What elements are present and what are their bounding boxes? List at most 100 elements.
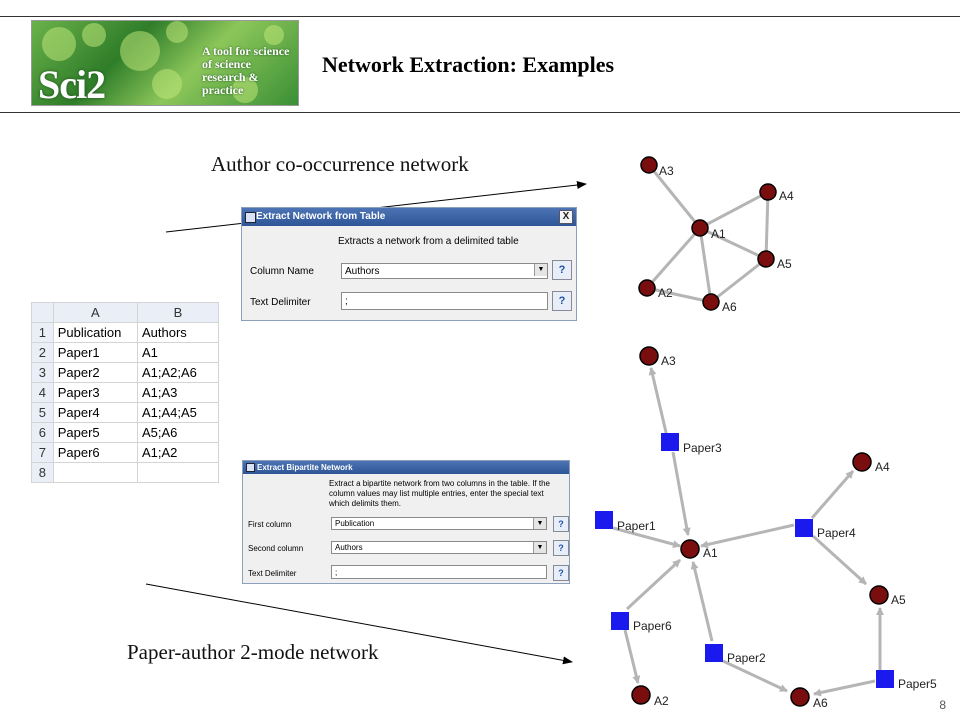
node-label: A6 [813,696,828,710]
node-label: Paper4 [817,526,856,540]
cell[interactable]: Paper4 [52,402,138,423]
network1-edges [645,164,770,304]
node-a3[interactable] [639,346,659,366]
window-icon [246,463,255,472]
network2-labels: A3 Paper3 A4 Paper1 Paper4 A1 A5 Paper6 … [617,354,937,710]
node-label: A2 [654,694,669,708]
help-icon[interactable]: ? [553,565,569,581]
extract-bipartite-dialog: Extract Bipartite Network Extract a bipa… [242,460,570,584]
network2-paper-nodes [595,433,894,688]
table-row: 4 Paper3 A1;A3 [31,382,220,403]
chevron-down-icon[interactable]: ▼ [534,264,547,276]
page-title: Network Extraction: Examples [322,52,615,77]
arrow-to-bipartite-network [145,583,573,665]
edge [700,523,795,549]
node-paper3[interactable] [661,433,679,451]
row-number[interactable]: 4 [31,382,54,403]
node-a4[interactable] [759,183,777,201]
logo-mark: Sci2 [38,62,106,107]
close-button[interactable]: X [559,210,573,224]
cell[interactable]: A1;A4;A5 [136,402,220,423]
edge [722,659,788,693]
node-a2[interactable] [631,685,651,705]
column-name-label: Column Name [250,266,314,277]
chevron-down-icon[interactable]: ▼ [533,518,546,529]
edge [645,227,702,289]
dialog-title: Extract Network from Table [256,211,386,222]
edge [690,561,714,642]
author-cooccurrence-network: A3 A4 A1 A5 A2 A6 [638,156,794,314]
network1-labels: A3 A4 A1 A5 A2 A6 [658,164,794,314]
node-label: A5 [777,257,792,271]
node-paper6[interactable] [611,612,629,630]
node-label: Paper3 [683,441,722,455]
cell[interactable]: A1;A2;A6 [136,362,220,383]
second-column-label: Second column [248,544,304,553]
text-delimiter-value: ; [335,568,338,577]
edge [623,629,641,684]
help-icon[interactable]: ? [552,291,572,311]
node-a3[interactable] [640,156,658,174]
cell[interactable]: Paper2 [52,362,138,383]
extract-network-dialog: Extract Network from Table X Extracts a … [241,207,577,321]
node-a2[interactable] [638,279,656,297]
network2-edges [612,367,884,697]
node-a1[interactable] [691,219,709,237]
node-label: A2 [658,286,673,300]
node-label: A5 [891,593,906,607]
text-delimiter-input[interactable]: ; [331,565,547,579]
help-icon[interactable]: ? [553,516,569,532]
node-a6[interactable] [702,293,720,311]
header-top-rule [0,16,960,17]
node-paper4[interactable] [795,519,813,537]
dialog-description: Extract a bipartite network from two col… [329,479,550,508]
edge [810,470,855,519]
node-paper5[interactable] [876,670,894,688]
table-row: 3 Paper2 A1;A2;A6 [31,362,220,383]
dialog-titlebar[interactable]: Extract Bipartite Network [243,461,569,474]
cell[interactable]: A1 [136,342,220,363]
edge [698,227,713,303]
edge [648,367,670,442]
help-icon[interactable]: ? [552,260,572,280]
edge [699,226,767,261]
node-a4[interactable] [852,452,872,472]
node-label: Paper5 [898,677,937,691]
column-name-select[interactable]: Authors ▼ [341,263,548,279]
dialog-description: Extracts a network from a delimited tabl… [338,236,519,247]
network1-nodes [638,156,777,311]
edge [710,257,767,304]
cell[interactable] [136,462,220,483]
node-label: Paper1 [617,519,656,533]
node-label: A1 [711,227,726,241]
cell[interactable]: A1;A2 [136,442,220,463]
edge [646,286,712,304]
edge [764,191,770,260]
node-a5[interactable] [869,585,889,605]
text-delimiter-input[interactable]: ; [341,292,548,310]
header-bottom-rule [0,112,960,113]
first-column-label: First column [248,520,292,529]
table-row: 7 Paper6 A1;A2 [31,442,220,463]
second-column-value: Authors [335,543,363,552]
chevron-down-icon[interactable]: ▼ [533,542,546,553]
dialog-titlebar[interactable]: Extract Network from Table X [242,208,576,226]
cell[interactable]: Paper1 [52,342,138,363]
node-a5[interactable] [757,250,775,268]
node-label: Paper6 [633,619,672,633]
help-icon[interactable]: ? [553,540,569,556]
cell[interactable] [52,462,138,483]
node-a6[interactable] [790,687,810,707]
edge [813,679,876,697]
caption-paper-author-network: Paper-author 2-mode network [127,640,379,664]
edge [612,526,681,549]
second-column-select[interactable]: Authors ▼ [331,541,547,554]
row-number[interactable]: 1 [31,322,54,343]
node-paper1[interactable] [595,511,613,529]
node-a1[interactable] [680,539,700,559]
row-number[interactable]: 2 [31,342,54,363]
node-paper2[interactable] [705,644,723,662]
column-header-b[interactable]: B [136,302,220,323]
edge [625,558,682,611]
first-column-select[interactable]: Publication ▼ [331,517,547,530]
